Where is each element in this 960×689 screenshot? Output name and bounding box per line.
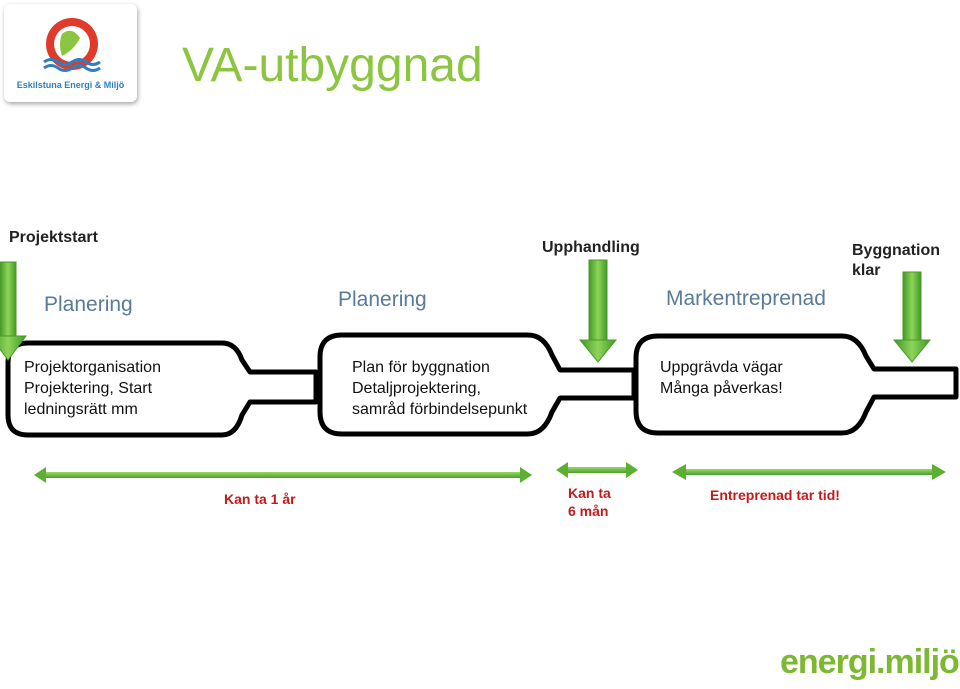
company-logo: Eskilstuna Energi & Miljö	[4, 4, 137, 102]
bottle-2-line-3: samråd förbindelsepunkt	[352, 401, 528, 418]
duration-arrow-3	[672, 464, 946, 480]
milestone-label-start: Projektstart	[9, 229, 98, 246]
logo-mark-icon	[43, 18, 101, 72]
page-title: VA-utbyggnad	[182, 39, 483, 92]
duration-arrow-2	[556, 462, 638, 478]
bottle-1-line-3: ledningsrätt mm	[24, 401, 138, 418]
bottle-text-1: Projektorganisation Projektering, Start …	[24, 357, 161, 420]
bottle-2-line-1: Plan för byggnation	[352, 359, 490, 376]
bottle-2-line-2: Detaljprojektering,	[352, 380, 481, 397]
bottle-text-3: Uppgrävda vägar Många påverkas!	[660, 357, 783, 399]
footer-brand: energi.miljö	[780, 643, 960, 681]
phase-label-3: Markentreprenad	[666, 287, 826, 310]
duration-arrow-1	[34, 467, 532, 483]
bottle-1-line-2: Projektering, Start	[24, 380, 153, 397]
milestone-arrow-done	[892, 271, 932, 363]
milestone-label-done-line2: klar	[852, 262, 881, 279]
milestone-arrow-procurement	[578, 259, 618, 363]
milestone-arrow-start	[0, 261, 27, 361]
bottle-3-line-2: Många påverkas!	[660, 380, 783, 397]
bottle-outline-3	[633, 333, 959, 436]
duration-label-2-line2: 6 mån	[568, 503, 609, 519]
duration-label-2-line1: Kan ta	[568, 485, 611, 501]
duration-label-2: Kan ta 6 mån	[568, 484, 611, 520]
phase-label-1: Planering	[44, 293, 133, 316]
duration-label-3: Entreprenad tar tid!	[710, 487, 840, 503]
bottle-3-line-1: Uppgrävda vägar	[660, 359, 783, 376]
bottle-text-2: Plan för byggnation Detaljprojektering, …	[352, 357, 527, 420]
milestone-label-procurement: Upphandling	[542, 239, 640, 256]
bottle-outline-2	[317, 332, 637, 437]
phase-label-2: Planering	[338, 288, 427, 311]
logo-text: Eskilstuna Energi & Miljö	[16, 80, 125, 90]
milestone-label-done: Byggnation klar	[852, 241, 940, 281]
bottle-1-line-1: Projektorganisation	[24, 359, 161, 376]
duration-label-1: Kan ta 1 år	[224, 491, 296, 507]
milestone-label-done-line1: Byggnation	[852, 242, 940, 259]
